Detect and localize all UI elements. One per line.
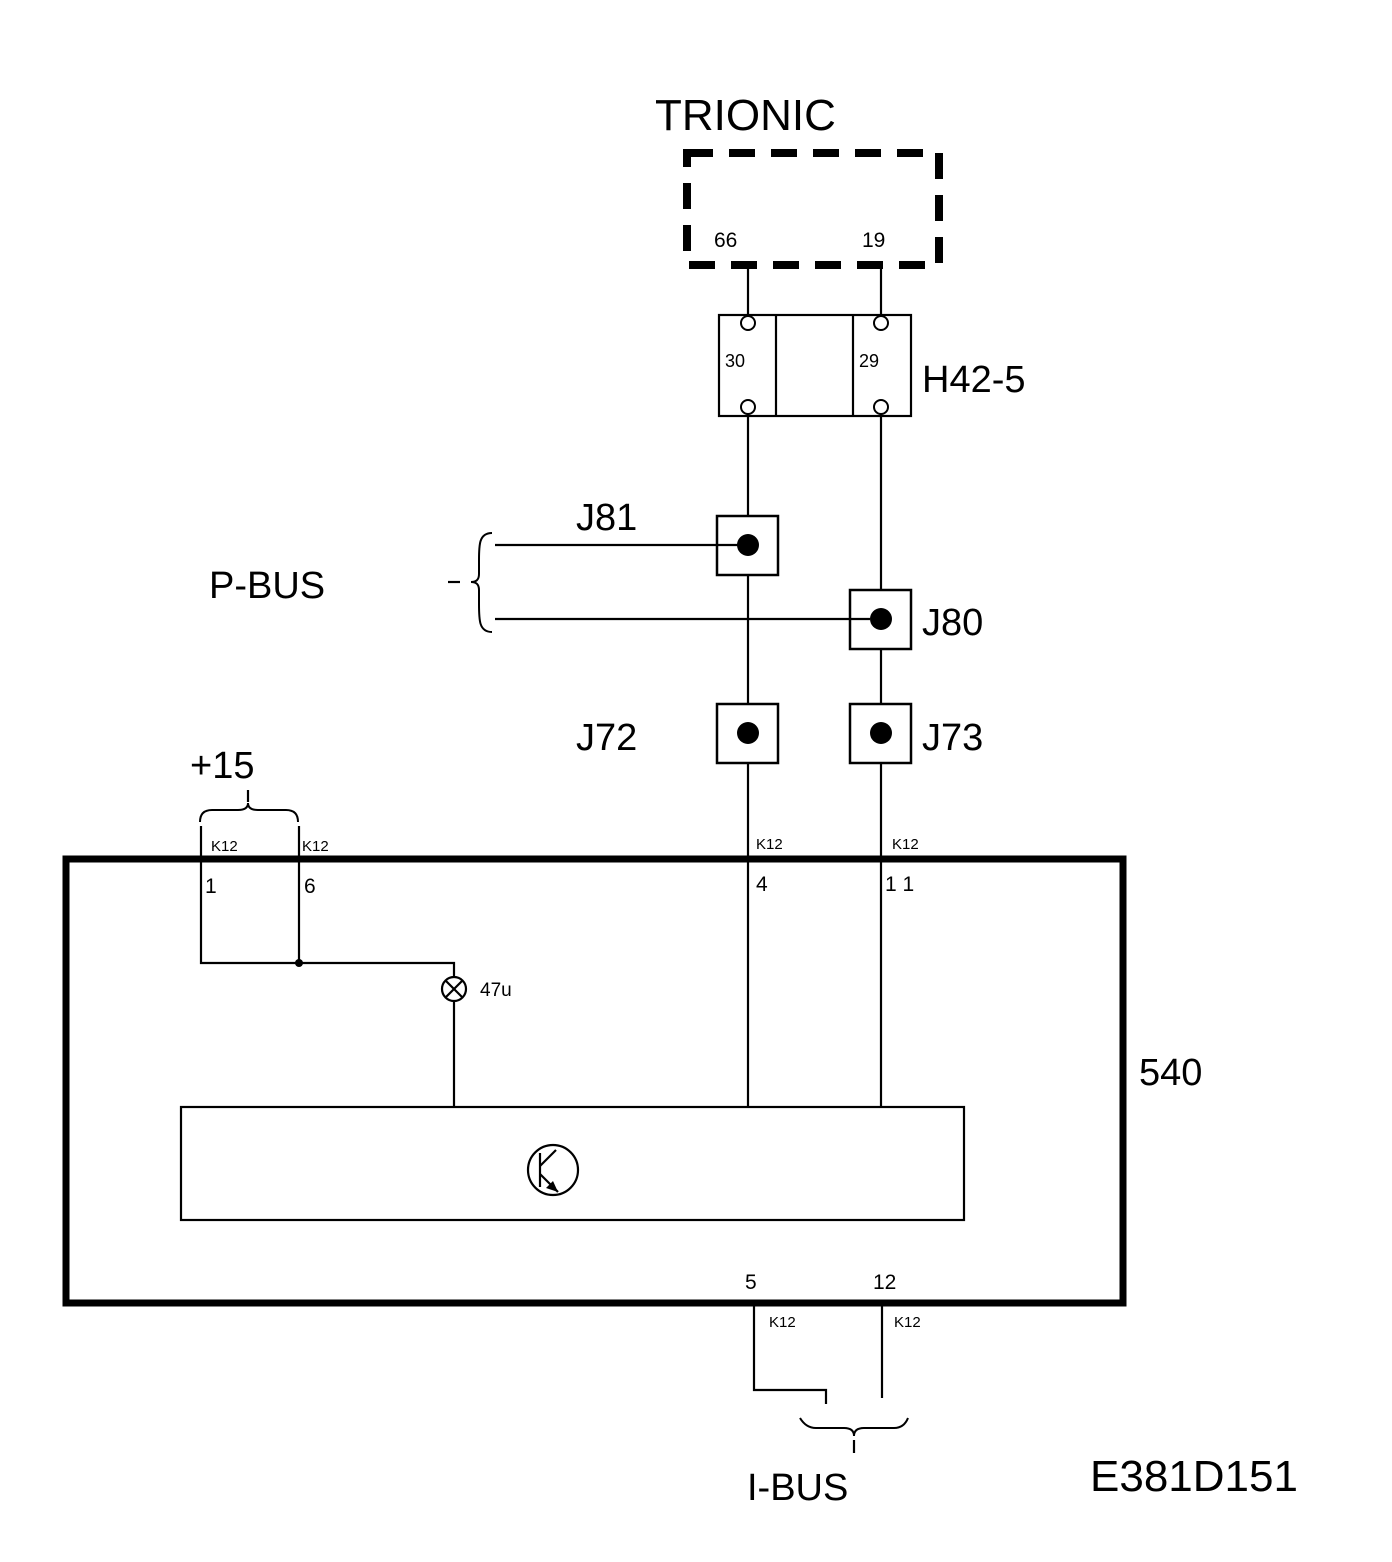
module-pin-4: 4 (756, 873, 768, 896)
drawing-id: E381D151 (1090, 1452, 1298, 1501)
junction-j72 (715, 702, 780, 765)
trionic-pin-66: 66 (714, 229, 737, 252)
module-pin-6: 6 (304, 875, 316, 898)
i-bus-brace (799, 1417, 909, 1437)
supply-brace (199, 802, 299, 823)
trionic-ecu-box (683, 149, 943, 269)
connector-h42-5 (717, 313, 913, 418)
k12-label-pin-1: K12 (211, 838, 238, 855)
p-bus-brace (470, 532, 493, 633)
transistor-icon (526, 1143, 580, 1197)
h42-label: H42-5 (922, 359, 1026, 401)
control-unit-box (179, 1105, 966, 1222)
k12-label-pin-6: K12 (302, 838, 329, 855)
k12-label-pin-4: K12 (756, 836, 783, 853)
lamp-label: 47u (480, 980, 512, 1001)
k12-label-pin-5: K12 (769, 1314, 796, 1331)
module-pin-5: 5 (745, 1271, 757, 1294)
j80-label: J80 (922, 602, 983, 644)
p-bus-label: P-BUS (209, 565, 325, 607)
module-pin-1: 1 (205, 875, 217, 898)
trionic-title: TRIONIC (655, 91, 836, 140)
j81-label: J81 (576, 497, 637, 539)
j73-label: J73 (922, 717, 983, 759)
lamp-icon (440, 975, 468, 1003)
module-540-box (62, 855, 1127, 1307)
trionic-pin-19: 19 (862, 229, 885, 252)
module-pin-11: 1 1 (885, 873, 914, 896)
wire-junction-dot (295, 959, 303, 967)
i-bus-label: I-BUS (747, 1467, 848, 1509)
h42-pin-30: 30 (725, 351, 745, 371)
wire-pin-5 (752, 1306, 828, 1404)
j72-label: J72 (576, 717, 637, 759)
supply-label: +15 (190, 745, 254, 787)
junction-j73 (848, 702, 913, 765)
k12-label-pin-12: K12 (894, 1314, 921, 1331)
module-label: 540 (1139, 1052, 1202, 1094)
wire-pin-1-lamp (199, 826, 456, 977)
k12-label-pin-11: K12 (892, 836, 919, 853)
h42-pin-29: 29 (859, 351, 879, 371)
module-pin-12: 12 (873, 1271, 896, 1294)
